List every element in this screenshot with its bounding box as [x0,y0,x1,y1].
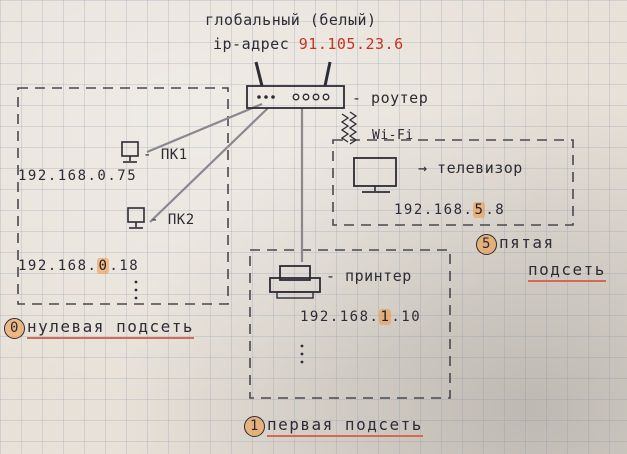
subnet-5-number: 5 [476,234,497,255]
subnet-5-title-line2-wrap: подсеть [528,260,606,282]
subnet-0-boundary [17,87,229,305]
router-caption-ip-prefix: ip-адрес [213,35,290,53]
pc2-ip-suffix: .18 [109,258,140,274]
printer-ip: 192.168.1.10 [300,309,421,325]
tv-ip: 192.168.5.8 [394,202,505,218]
wifi-signal-icon-2 [340,113,350,143]
router-antenna-right [323,61,332,87]
more-devices-dots-subnet0 [134,280,138,300]
wire-router-pc2 [149,107,269,223]
subnet-0-number: 0 [4,318,25,339]
router-label: - роутер [352,89,429,107]
router-antenna-left [254,61,264,87]
subnet-1-number: 1 [244,416,265,437]
wire-router-pc1 [146,102,263,154]
printer-ip-prefix: 192.168. [300,309,380,325]
subnet-1-boundary [249,249,451,399]
subnet-1-title-text: первая подсеть [267,415,423,437]
more-devices-dots-subnet1 [300,344,304,364]
router-global-ip: 91.105.23.6 [298,35,404,53]
router-icon [246,85,345,109]
tv-label: → телевизор [418,159,523,177]
subnet-5-title-line1: пятая [499,233,555,252]
printer-label: - принтер [326,267,412,285]
printer-ip-suffix: .10 [391,309,422,325]
pc1-label: - ПК1 [143,147,188,163]
wifi-label: Wi-Fi [372,128,414,143]
tv-ip-subnet-octet: 5 [473,202,486,218]
pc2-label: - ПК2 [150,212,195,228]
pc2-ip-subnet-octet: 0 [97,258,110,274]
pc2-ip-prefix: 192.168. [18,258,98,274]
wifi-signal-icon [348,111,358,145]
printer-icon [269,265,321,299]
subnet-5-title-line2: подсеть [528,260,606,282]
pc2-ip: 192.168.0.18 [18,258,139,274]
pc1-icon [121,141,139,163]
router-caption-ip: ip-адрес 91.105.23.6 [213,36,404,52]
printer-ip-subnet-octet: 1 [379,309,392,325]
tv-ip-suffix: .8 [485,202,506,218]
router-caption-global: глобальный (белый) [205,11,377,29]
pc1-ip: 192.168.0.75 [18,168,138,184]
subnet-5-boundary [332,139,574,226]
tv-icon [353,157,397,193]
tv-ip-prefix: 192.168. [394,202,474,218]
subnet-0-title-text: нулевая подсеть [27,317,194,339]
pc2-icon [127,207,145,229]
